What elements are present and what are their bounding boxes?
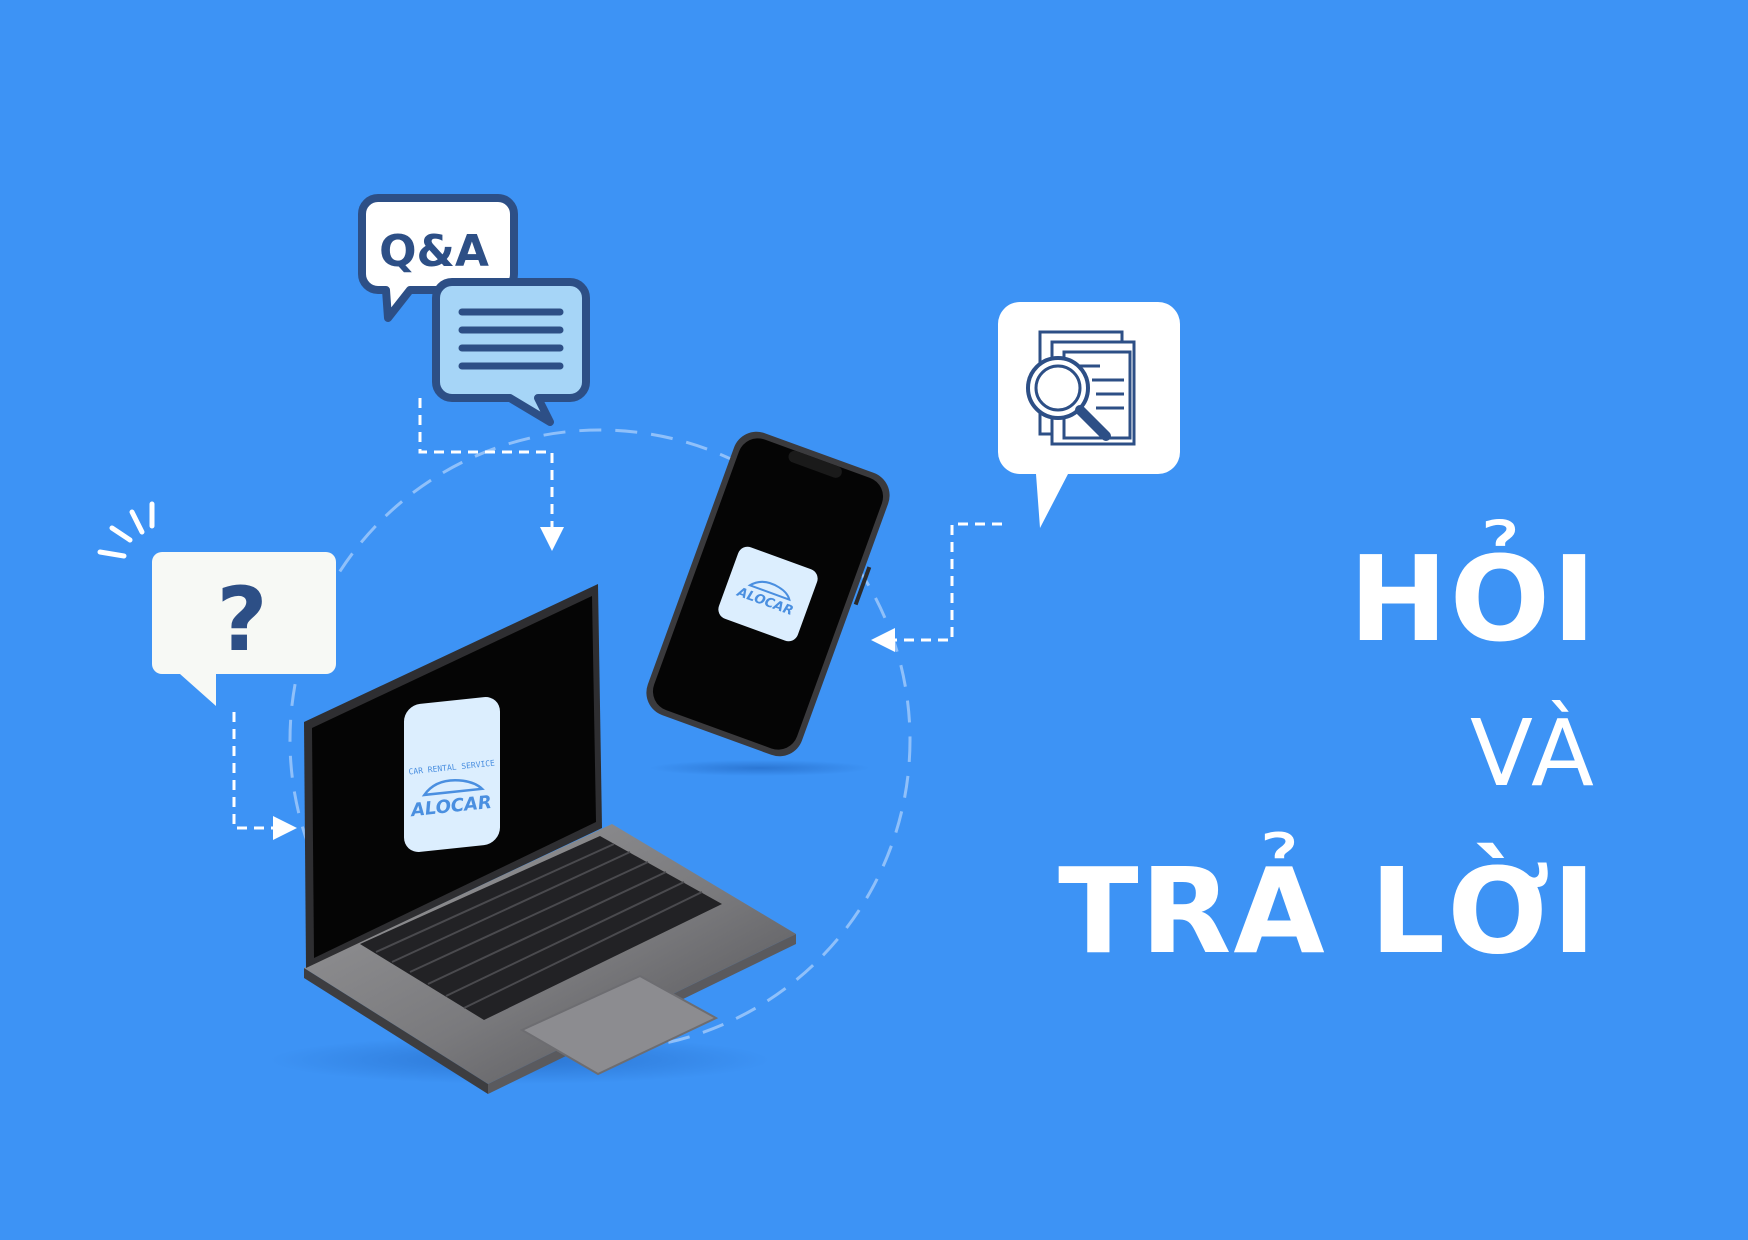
qa-bubble-icon: Q&A <box>358 194 518 322</box>
smartphone: ALOCAR <box>646 431 890 757</box>
phone-shadow <box>650 760 870 776</box>
question-mark: ? <box>216 568 267 671</box>
title-line-1: HỎI <box>1349 530 1598 668</box>
qa-label: Q&A <box>379 226 489 277</box>
chat-lines-icon <box>432 278 590 426</box>
laptop: CAR RENTAL SERVICE ALOCAR <box>304 584 796 1094</box>
phone-app-tile: ALOCAR <box>718 546 818 642</box>
document-search-icon <box>998 302 1180 528</box>
laptop-app-tile: CAR RENTAL SERVICE ALOCAR <box>404 697 500 852</box>
laptop-trackpad <box>519 974 719 1076</box>
connector-document <box>871 522 1002 652</box>
question-bubble-icon: ? <box>97 501 336 706</box>
title-line-3: TRẢ LỜI <box>1058 842 1598 980</box>
connector-qa <box>418 398 564 551</box>
title-line-2: VÀ <box>1470 700 1598 807</box>
connector-question <box>232 712 297 840</box>
